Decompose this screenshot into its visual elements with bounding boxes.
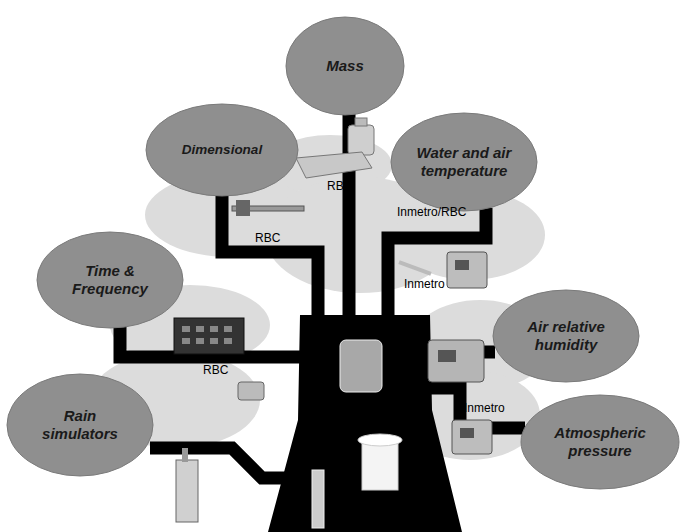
branch-label: Inmetro <box>402 277 447 291</box>
category-name: Atmospheric pressure <box>550 424 650 460</box>
category-ellipse: Time & Frequency <box>36 231 184 329</box>
category-ellipse: Air relative humidity <box>492 289 640 383</box>
category-name: Rain simulators <box>35 407 125 443</box>
category-name: Air relative humidity <box>518 318 614 354</box>
category-name: Water and air temperature <box>408 144 520 180</box>
branch-label: RBC <box>201 363 230 377</box>
category-name: Dimensional <box>162 142 282 158</box>
category-ellipse: Mass <box>285 16 405 116</box>
category-name: Mass <box>300 57 390 75</box>
branch-label: Inmetro <box>462 401 507 415</box>
category-name: Time & Frequency <box>60 262 160 298</box>
branch-label: RBC <box>325 179 354 193</box>
category-ellipse: Dimensional <box>145 103 299 197</box>
category-ellipse: Rain simulators <box>6 373 154 477</box>
category-ellipse: Water and air temperature <box>390 112 538 212</box>
branch-label: RBC <box>253 231 282 245</box>
branch-label: Inmetro/RBC <box>395 205 468 219</box>
category-ellipse: Atmospheric pressure <box>520 394 680 490</box>
